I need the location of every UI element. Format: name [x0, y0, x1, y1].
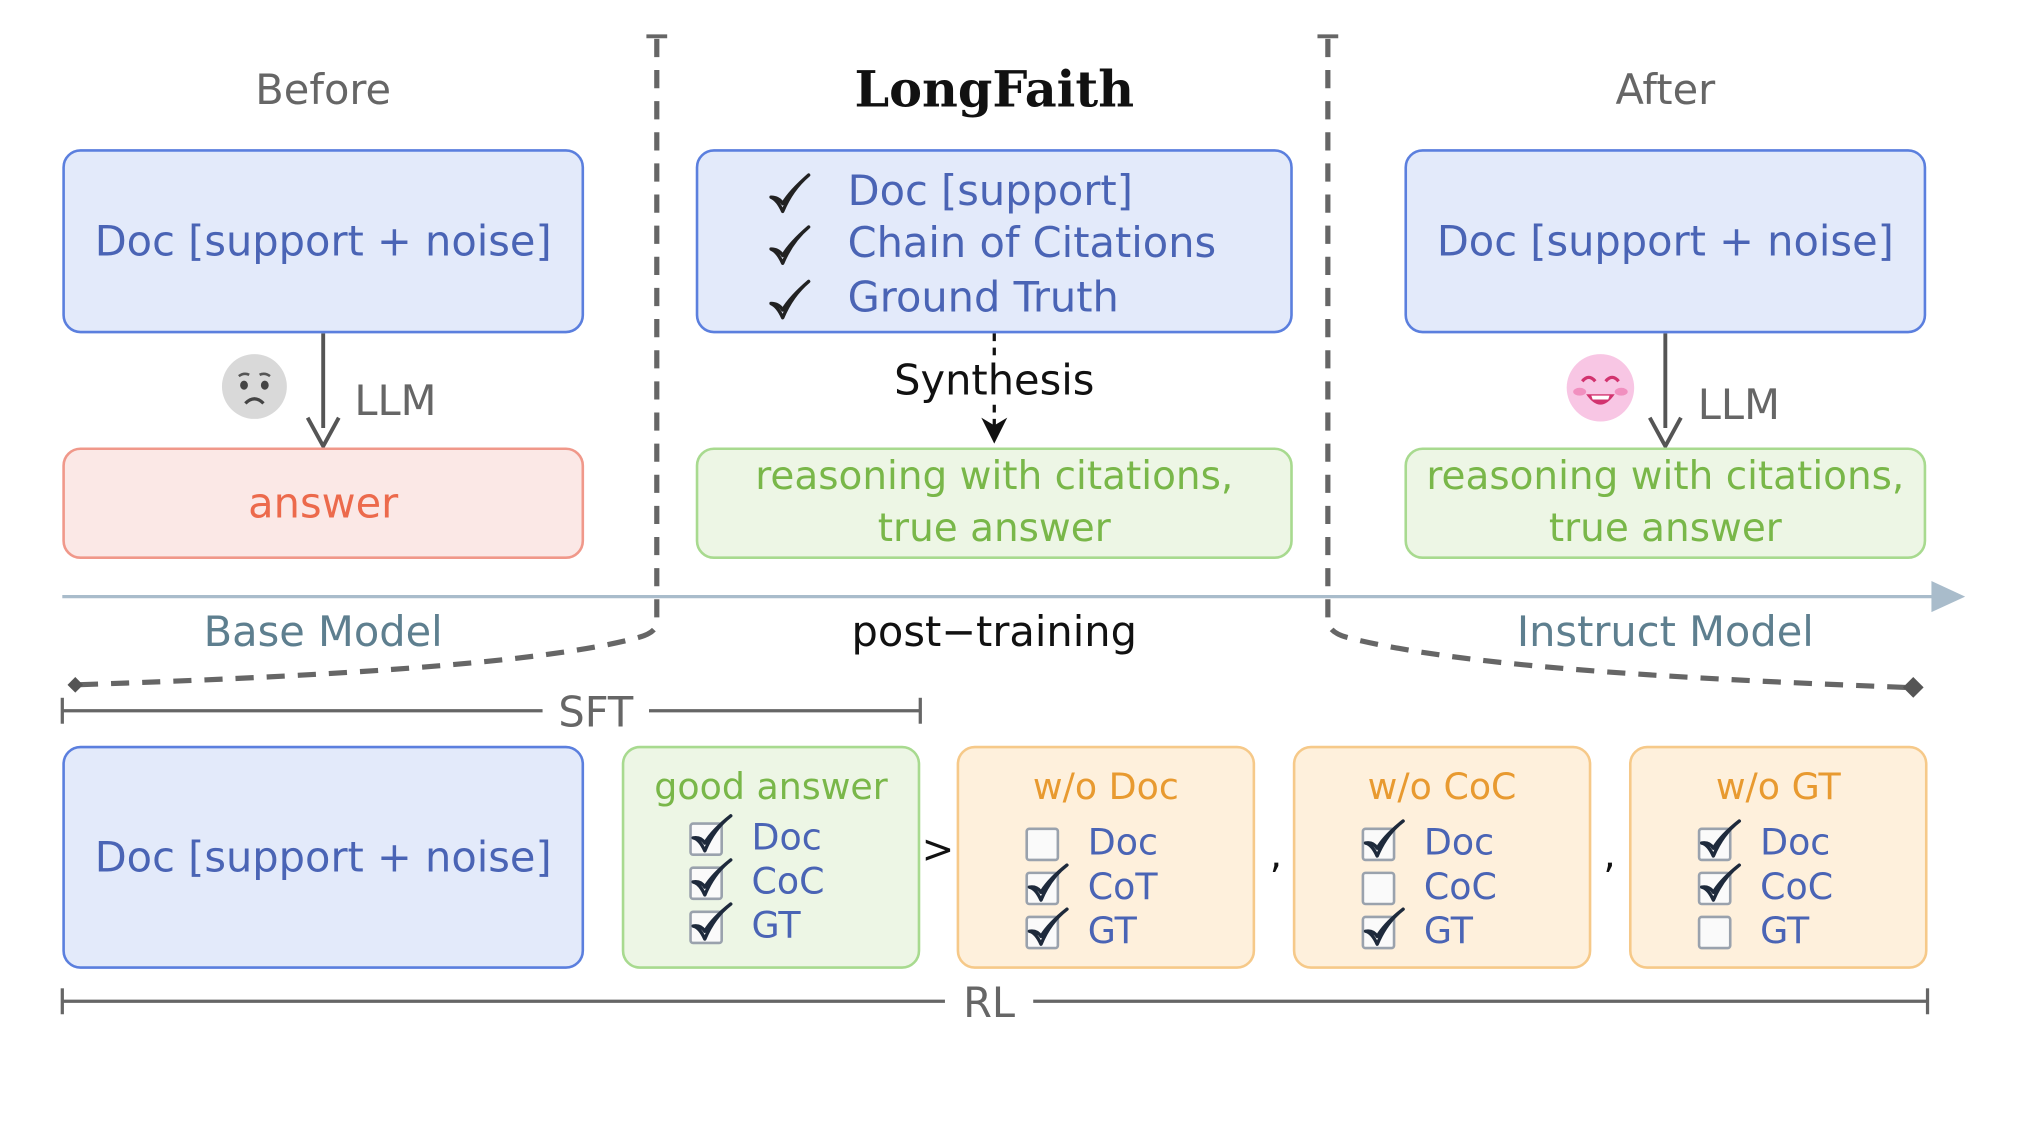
after-output-line1: reasoning with citations, — [1426, 453, 1905, 500]
rl-label: RL — [963, 977, 1016, 1028]
after-output-box: reasoning with citations, true answer — [1404, 447, 1927, 560]
checkbox-label: CoC — [1760, 865, 1834, 908]
answer-label: answer — [248, 478, 399, 528]
before-header: Before — [255, 64, 392, 115]
sad-face-icon — [221, 353, 288, 420]
after-doc-label: Doc [support + noise] — [1436, 216, 1894, 266]
checkbox-checked-icon — [1361, 907, 1405, 950]
checkbox-checked-icon — [1697, 819, 1742, 862]
after-llm-label: LLM — [1697, 380, 1780, 430]
checkbox-label: CoT — [1087, 865, 1158, 908]
post-training-label: post−training — [851, 606, 1137, 657]
longfaith-output-box: reasoning with citations, true answer — [695, 447, 1293, 560]
checkbox-checked-icon — [689, 814, 733, 857]
training-group-title: w/o GT — [1715, 765, 1841, 809]
separator-left-dashed — [75, 38, 660, 688]
training-group-box — [621, 745, 921, 969]
training-group-box — [1292, 745, 1592, 969]
checkbox-empty-icon — [1361, 871, 1396, 906]
checkbox-checked-icon — [1025, 907, 1069, 950]
before-doc-box: Doc [support + noise] — [62, 149, 585, 334]
checkbox-label: Doc — [751, 815, 822, 859]
checkbox-label: CoC — [1423, 865, 1497, 908]
checkbox-label: Doc — [1760, 821, 1831, 864]
sft-label: SFT — [558, 687, 634, 737]
checkbox-checked-icon — [689, 858, 733, 901]
answer-box: answer — [62, 447, 585, 560]
training-group-title: w/o Doc — [1032, 765, 1179, 809]
checkmark-icon — [766, 171, 813, 218]
checkbox-checked-icon — [689, 902, 733, 945]
checkbox-checked-icon — [1025, 863, 1069, 906]
diamond-left — [67, 677, 84, 693]
checkmark-icon — [766, 223, 813, 270]
longfaith-item-label: Doc [support] — [847, 166, 1133, 216]
checkbox-label: GT — [1087, 909, 1137, 952]
before-arrowhead — [305, 416, 341, 451]
training-doc-box: Doc [support + noise] — [62, 745, 585, 969]
before-doc-label: Doc [support + noise] — [94, 216, 552, 266]
checkbox-label: GT — [1423, 909, 1473, 952]
synthesis-arrowhead — [981, 417, 1008, 444]
training-group-box — [1628, 745, 1928, 969]
base-model-label: Base Model — [203, 606, 443, 657]
checkmark-icon — [766, 278, 813, 325]
longfaith-output-line1: reasoning with citations, — [755, 453, 1234, 500]
checkbox-empty-icon — [1697, 915, 1732, 950]
separator-right-dashed — [1325, 38, 1906, 691]
greater-than-symbol: > — [921, 827, 955, 873]
separator-comma-2: , — [1603, 832, 1616, 879]
checkbox-label: GT — [1760, 909, 1810, 952]
synthesis-label: Synthesis — [856, 355, 1132, 405]
before-llm-label: LLM — [354, 376, 437, 426]
checkbox-checked-icon — [1697, 863, 1742, 906]
longfaith-item-label: Chain of Citations — [847, 217, 1217, 268]
after-output-line2: true answer — [1548, 505, 1782, 552]
training-group-title: w/o CoC — [1367, 765, 1517, 809]
diamond-right — [1902, 677, 1924, 698]
after-arrowhead — [1648, 416, 1683, 451]
checkbox-label: CoC — [751, 859, 825, 903]
training-doc-label: Doc [support + noise] — [94, 832, 552, 882]
separator-comma-1: , — [1269, 832, 1283, 879]
happy-face-icon — [1565, 353, 1635, 423]
checkbox-label: GT — [751, 904, 801, 947]
checkbox-label: Doc — [1087, 821, 1158, 864]
center-title: LongFaith — [854, 59, 1135, 119]
after-doc-box: Doc [support + noise] — [1404, 149, 1927, 334]
after-header: After — [1615, 64, 1716, 115]
instruct-model-label: Instruct Model — [1516, 606, 1814, 657]
checkbox-label: Doc — [1423, 821, 1495, 864]
longfaith-output-line2: true answer — [877, 505, 1111, 552]
checkbox-checked-icon — [1361, 819, 1405, 862]
training-group-box — [956, 745, 1256, 969]
timeline-arrowhead — [1931, 581, 1966, 613]
longfaith-item-label: Ground Truth — [847, 272, 1119, 322]
training-group-title: good answer — [654, 765, 888, 809]
checkbox-empty-icon — [1025, 827, 1060, 862]
